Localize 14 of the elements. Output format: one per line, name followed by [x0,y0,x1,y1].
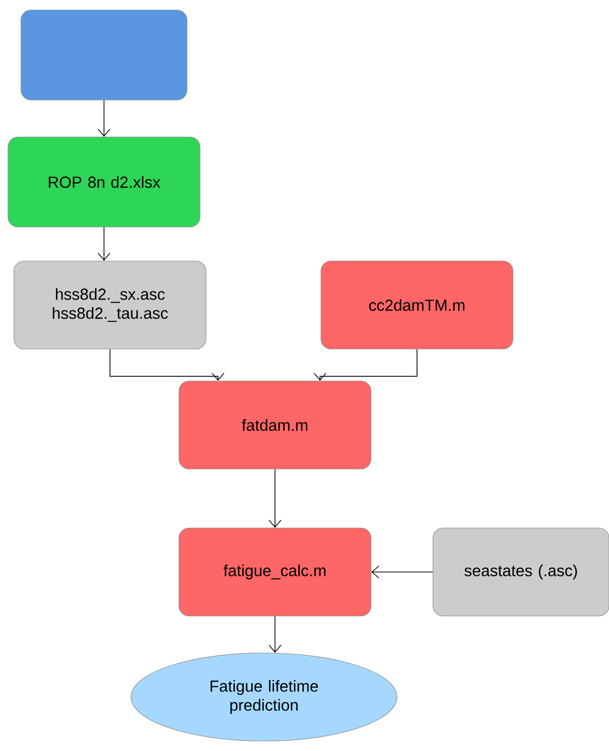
process-box: ROP 8n d2.xlsx [8,136,200,228]
arrow [268,616,282,653]
arrow [371,566,434,578]
empty-box [20,10,188,100]
arrow [98,226,110,261]
process-box: fatdam.m [178,380,372,470]
process-box: hss8d2._sx.asc hss8d2._tau.asc [14,260,206,350]
arrow [98,100,110,137]
process-box: cc2damTM.m [320,260,514,350]
process-box: seastates (.asc) [432,528,609,616]
arrow [110,348,224,381]
process-box: fatigue_calc.m [178,528,372,616]
arrow [314,348,418,381]
arrow [268,468,282,528]
